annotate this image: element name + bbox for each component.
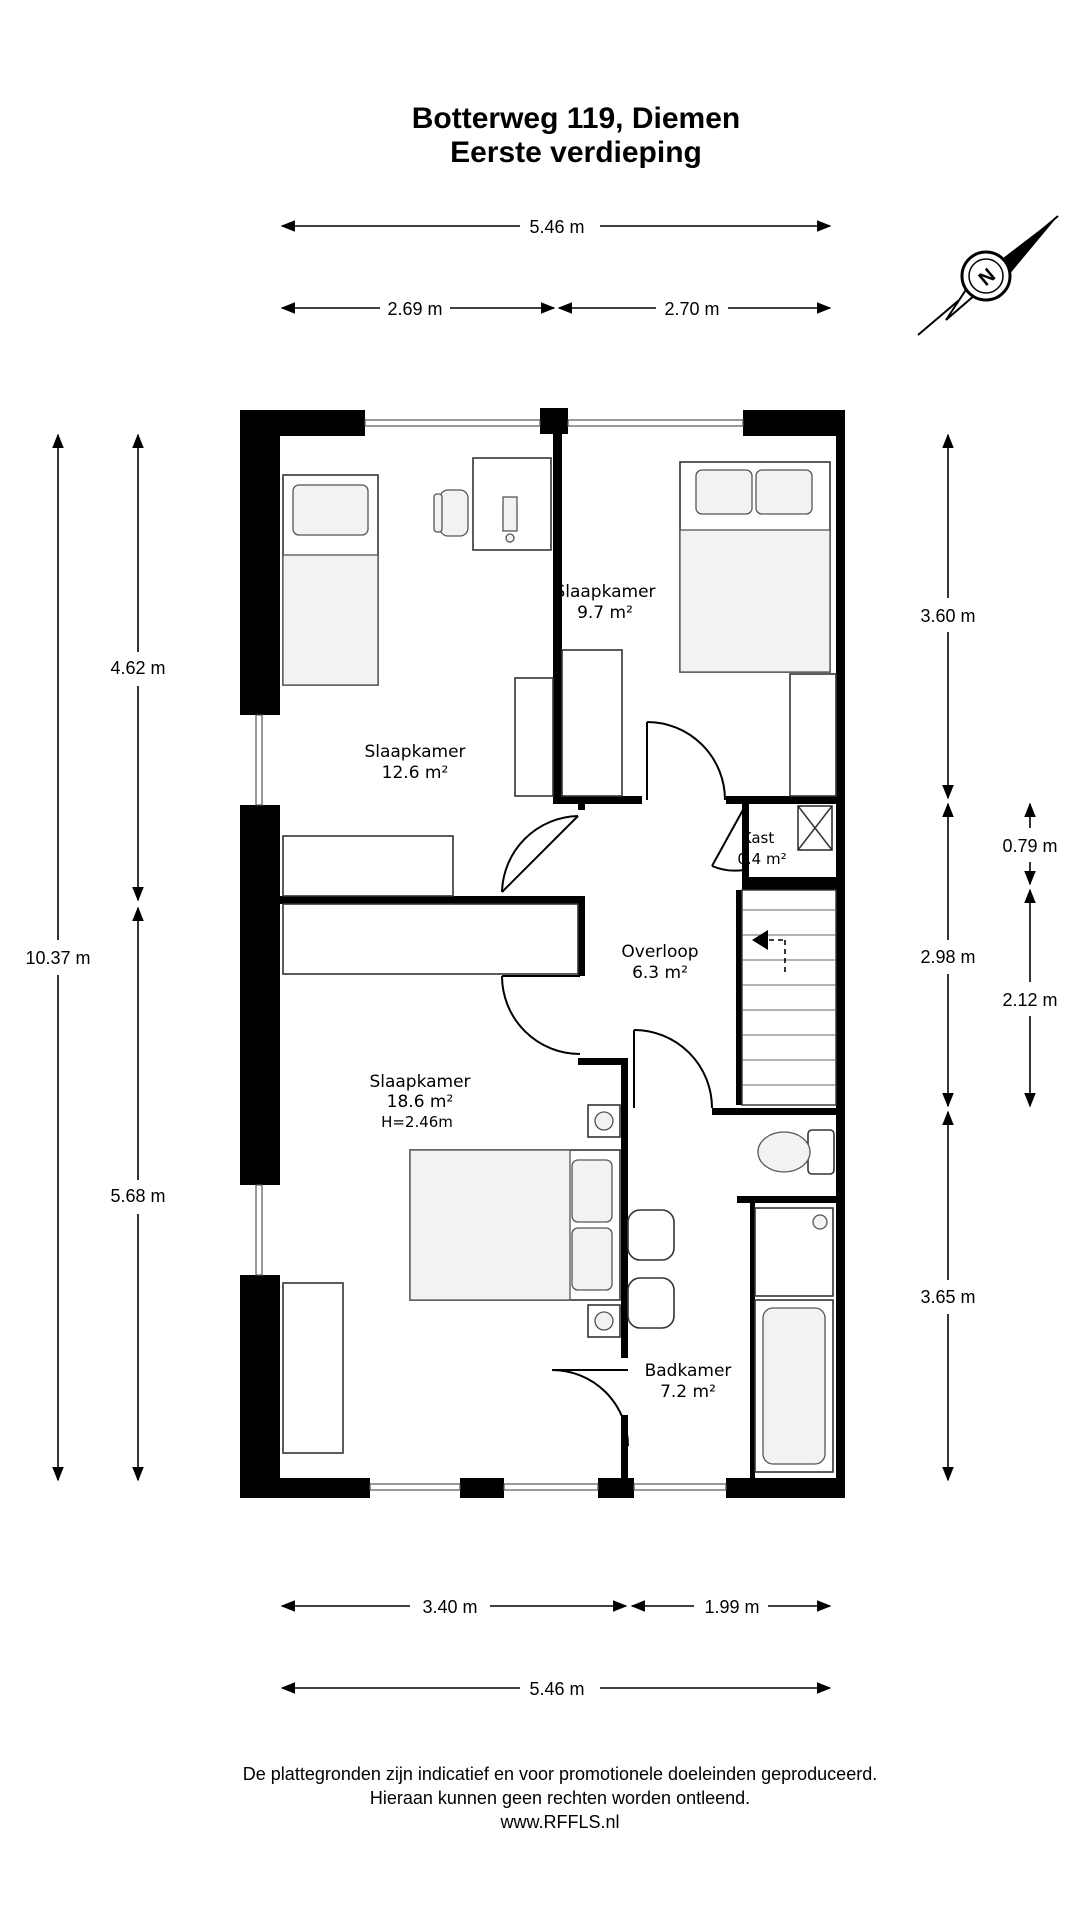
dim-left-total: 10.37 m bbox=[25, 948, 90, 968]
dimension-right-far: 0.79 m 2.12 m bbox=[1002, 802, 1058, 1108]
room-area: 18.6 m² bbox=[387, 1092, 454, 1112]
room-name: Slaapkamer bbox=[364, 742, 465, 762]
dimension-top-total: 5.46 m bbox=[280, 217, 832, 237]
dim-left-lower: 5.68 m bbox=[110, 1186, 165, 1206]
room-height: H=2.46m bbox=[381, 1113, 453, 1131]
dimension-top-split: 2.69 m 2.70 m bbox=[280, 299, 832, 319]
room-area: 7.2 m² bbox=[660, 1382, 716, 1402]
room-slaapkamer-main: Slaapkamer 18.6 m² H=2.46m bbox=[369, 1072, 470, 1131]
sinks bbox=[627, 1209, 675, 1329]
dim-bottom-right: 1.99 m bbox=[704, 1597, 759, 1617]
windows bbox=[255, 419, 744, 1491]
nightstands bbox=[587, 1104, 621, 1338]
dim-top-left: 2.69 m bbox=[387, 299, 442, 319]
dim-top-right: 2.70 m bbox=[664, 299, 719, 319]
shower bbox=[754, 1207, 834, 1297]
wardrobe-left-top bbox=[514, 677, 554, 797]
dim-bottom-total: 5.46 m bbox=[529, 1679, 584, 1699]
dimension-bottom-total: 5.46 m bbox=[280, 1679, 832, 1699]
interior-walls bbox=[280, 434, 836, 1478]
room-slaapkamer-left: Slaapkamer 12.6 m² bbox=[364, 742, 465, 783]
staircase bbox=[741, 889, 837, 1106]
room-name: Overloop bbox=[621, 942, 698, 962]
exterior-walls bbox=[240, 408, 845, 1498]
dresser-main bbox=[282, 1282, 344, 1454]
room-overloop: Overloop 6.3 m² bbox=[621, 942, 698, 983]
disclaimer-line-1: De plattegronden zijn indicatief en voor… bbox=[243, 1764, 877, 1784]
dimension-left-split: 4.62 m 5.68 m bbox=[110, 433, 166, 1482]
dim-bottom-left: 3.40 m bbox=[422, 1597, 477, 1617]
room-name: Badkamer bbox=[645, 1361, 732, 1381]
dimension-right-split: 3.60 m 2.98 m 3.65 m bbox=[920, 433, 976, 1482]
room-name: Kast bbox=[742, 829, 775, 847]
room-name: Slaapkamer bbox=[369, 1072, 470, 1092]
dim-right-far-lower: 2.12 m bbox=[1002, 990, 1057, 1010]
website-link[interactable]: www.RFFLS.nl bbox=[499, 1812, 619, 1832]
dimension-left-total: 10.37 m bbox=[25, 433, 91, 1482]
desk-chair bbox=[433, 489, 469, 537]
wardrobe-right bbox=[561, 649, 837, 797]
room-area: 12.6 m² bbox=[382, 763, 449, 783]
room-slaapkamer-right: Slaapkamer 9.7 m² bbox=[554, 582, 655, 623]
room-area: 0.4 m² bbox=[737, 850, 786, 868]
plan-title: Botterweg 119, Diemen bbox=[412, 102, 740, 135]
desk bbox=[472, 457, 552, 551]
room-area: 9.7 m² bbox=[577, 603, 633, 623]
kast-cross bbox=[797, 805, 833, 851]
room-name: Slaapkamer bbox=[554, 582, 655, 602]
bathtub bbox=[754, 1299, 834, 1473]
toilet bbox=[757, 1129, 835, 1175]
dim-left-upper: 4.62 m bbox=[110, 658, 165, 678]
room-badkamer: Badkamer 7.2 m² bbox=[645, 1361, 732, 1402]
dim-right-upper: 3.60 m bbox=[920, 606, 975, 626]
single-bed bbox=[282, 474, 379, 686]
dimension-bottom-split: 3.40 m 1.99 m bbox=[280, 1597, 832, 1617]
dim-right-middle: 2.98 m bbox=[920, 947, 975, 967]
wardrobe-closet bbox=[282, 903, 579, 975]
dresser-left bbox=[282, 835, 454, 897]
dim-top-total: 5.46 m bbox=[529, 217, 584, 237]
dim-right-lower: 3.65 m bbox=[920, 1287, 975, 1307]
plan-subtitle: Eerste verdieping bbox=[450, 136, 702, 169]
dim-right-far-upper: 0.79 m bbox=[1002, 836, 1057, 856]
double-bed-main bbox=[409, 1149, 621, 1301]
disclaimer-line-2: Hieraan kunnen geen rechten worden ontle… bbox=[370, 1788, 750, 1808]
doors bbox=[501, 721, 745, 1447]
room-kast: Kast 0.4 m² bbox=[737, 829, 786, 868]
double-bed-right bbox=[679, 461, 831, 673]
room-area: 6.3 m² bbox=[632, 963, 688, 983]
compass-north-icon: N bbox=[917, 215, 1059, 336]
